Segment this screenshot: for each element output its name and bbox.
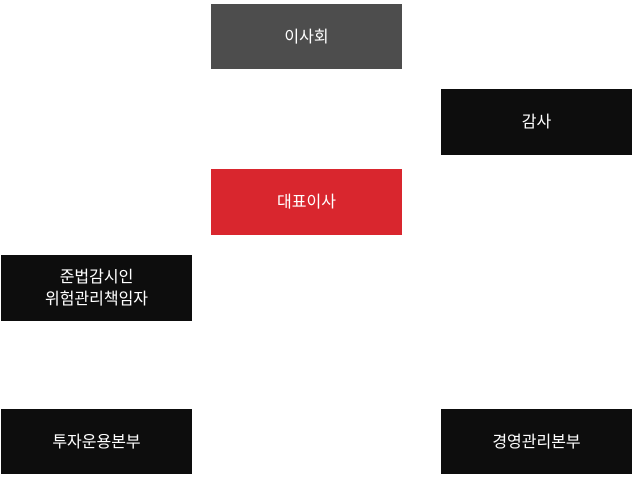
compliance-officer-label: 준법감시인	[59, 267, 134, 286]
compliance-box: 준법감시인 위험관리책임자	[1, 255, 192, 321]
management-division-label: 경영관리본부	[492, 431, 581, 451]
auditor-label: 감사	[521, 112, 552, 131]
investment-division-box: 투자운용본부	[1, 409, 192, 474]
board-label: 이사회	[284, 26, 329, 46]
board-box: 이사회	[211, 4, 402, 69]
risk-officer-label: 위험관리책임자	[44, 289, 149, 308]
investment-division-label: 투자운용본부	[52, 431, 141, 451]
management-division-box: 경영관리본부	[441, 409, 632, 474]
auditor-box: 감사	[441, 89, 632, 155]
ceo-label: 대표이사	[277, 192, 336, 211]
ceo-box: 대표이사	[211, 169, 402, 235]
